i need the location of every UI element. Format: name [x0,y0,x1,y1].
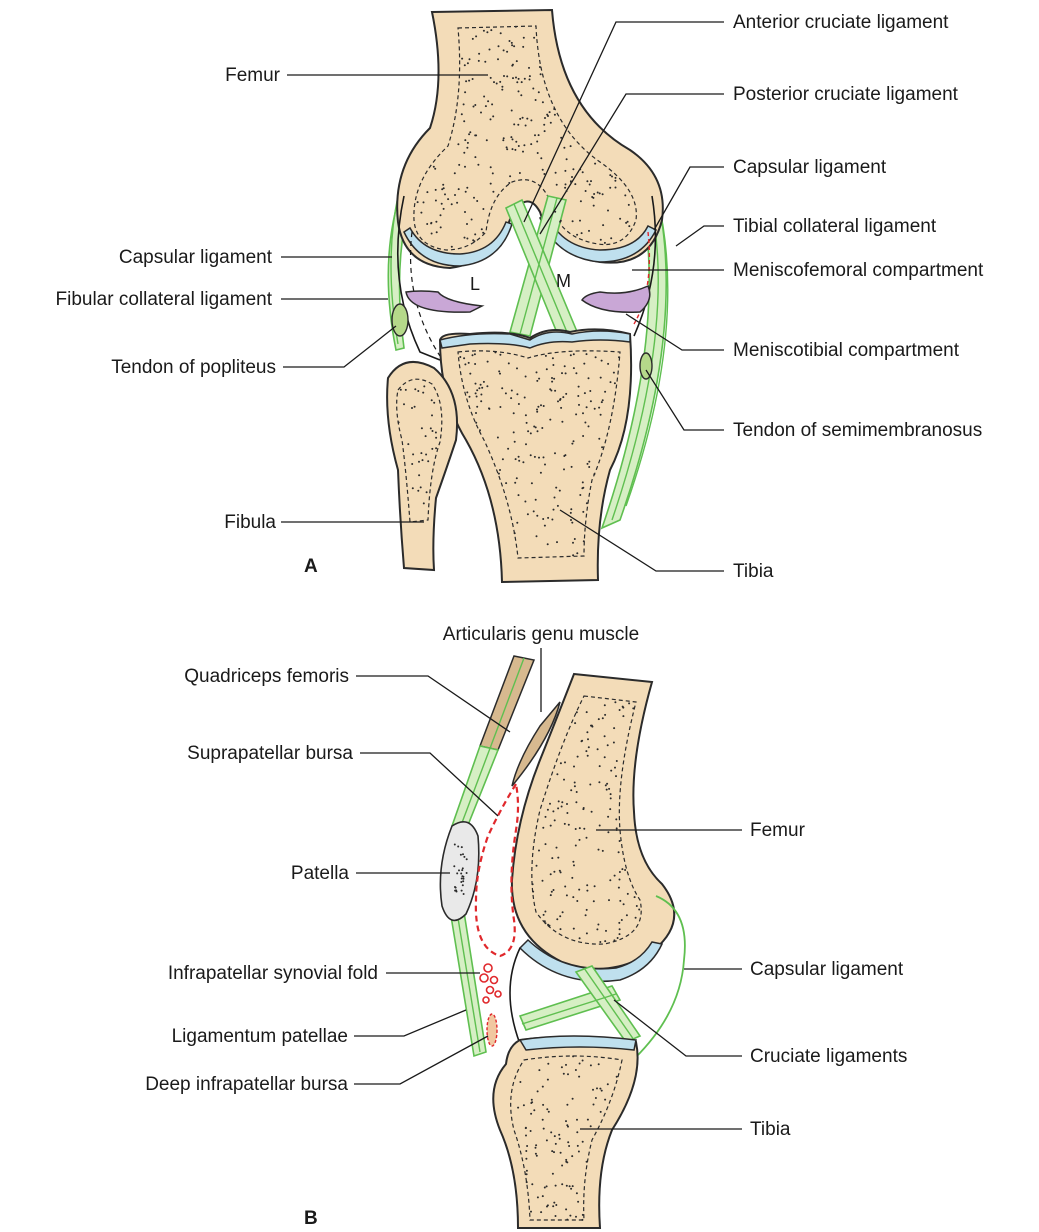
label-capsular-ligament-b: Capsular ligament [750,959,904,980]
leader-tibial-collateral [676,226,724,246]
tibia-bone-a [440,329,631,582]
label-meniscotibial-compartment: Meniscotibial compartment [733,340,960,361]
label-femur-a: Femur [225,65,281,86]
label-articularis-genu-muscle: Articularis genu muscle [443,624,639,645]
infrapatellar-synovial-fold-shape [480,964,501,1003]
ligamentum-patellae-shape [450,910,486,1056]
suprapatellar-bursa-shape [476,784,518,956]
label-tibia-a: Tibia [733,561,774,582]
panel-a-anterior-view: L M Femur Capsular lig [56,10,984,582]
leader-ligamentum-patellae [354,1010,466,1036]
capsular-ligament-b-inner [510,948,520,1044]
label-ligamentum-patellae: Ligamentum patellae [172,1026,348,1047]
label-capsular-ligament-right: Capsular ligament [733,157,887,178]
label-suprapatellar-bursa: Suprapatellar bursa [187,743,353,764]
label-cruciate-ligaments: Cruciate ligaments [750,1046,907,1067]
tendon-of-popliteus-shape [392,304,408,336]
label-patella: Patella [291,863,350,884]
quadriceps-femoris-shape [452,656,534,830]
lateral-meniscus [406,291,482,312]
label-posterior-cruciate-ligament: Posterior cruciate ligament [733,84,959,105]
tendon-of-semimembranosus-shape [640,353,652,379]
label-tendon-of-popliteus: Tendon of popliteus [111,357,276,378]
deep-infrapatellar-bursa-shape [487,1014,497,1046]
fibula-bone-a [387,362,457,570]
label-femur-b: Femur [750,820,806,841]
label-tendon-of-semimembranosus: Tendon of semimembranosus [733,420,982,441]
meniscus-letter-l: L [470,274,480,294]
meniscus-letter-m: M [556,271,571,291]
label-quadriceps-femoris: Quadriceps femoris [184,666,349,687]
leader-popliteus [283,326,396,367]
panel-b-sagittal-view: Articularis genu muscle Quadriceps femor… [145,624,907,1229]
label-meniscofemoral-compartment: Meniscofemoral compartment [733,260,984,281]
label-fibular-collateral-ligament: Fibular collateral ligament [56,289,273,310]
medial-meniscus [582,286,650,312]
leader-deep-infrapatellar [354,1036,488,1084]
label-anterior-cruciate-ligament: Anterior cruciate ligament [733,12,949,33]
leader-quadriceps [356,676,510,732]
panel-letter-b: B [304,1208,318,1229]
label-tibial-collateral-ligament: Tibial collateral ligament [733,216,937,237]
panel-letter-a: A [304,556,318,577]
label-infrapatellar-synovial-fold: Infrapatellar synovial fold [168,963,378,984]
label-fibula: Fibula [224,512,276,533]
femur-bone-b [512,674,674,969]
leader-capsular-right [654,167,724,230]
label-tibia-b: Tibia [750,1119,791,1140]
label-deep-infrapatellar-bursa: Deep infrapatellar bursa [145,1074,348,1095]
label-capsular-ligament-left: Capsular ligament [119,247,273,268]
